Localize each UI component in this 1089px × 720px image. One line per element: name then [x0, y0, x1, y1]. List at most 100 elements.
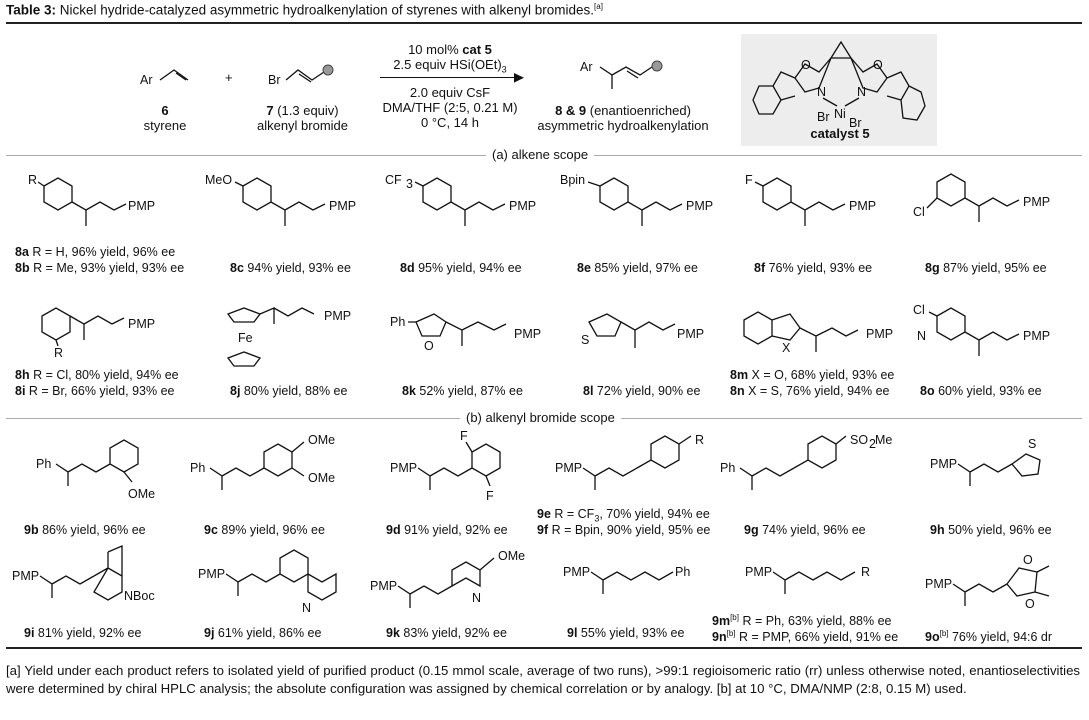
svg-text:Ph: Ph	[390, 315, 405, 329]
svg-text:R: R	[695, 433, 704, 447]
svg-text:Me: Me	[875, 433, 892, 447]
label-8m: 8m X = O, 68% yield, 93% ee	[730, 368, 895, 382]
label-9j: 9j 61% yield, 86% ee	[204, 626, 322, 640]
reactant-7-label: 7 (1.3 equiv)alkenyl bromide	[256, 103, 349, 133]
svg-text:S: S	[581, 333, 589, 347]
label-8f: 8f 76% yield, 93% ee	[754, 261, 873, 275]
label-8k: 8k 52% yield, 87% ee	[402, 384, 523, 398]
label-9e: 9e R = CF3, 70% yield, 94% ee	[537, 507, 710, 524]
svg-text:PMP: PMP	[390, 461, 417, 475]
label-9m: 9m[b] R = Ph, 63% yield, 88% ee	[712, 613, 892, 629]
structure-8c: MeO PMP	[205, 173, 356, 226]
structure-9k: PMP N OMe	[370, 549, 525, 608]
svg-text:X: X	[782, 341, 791, 355]
svg-text:R: R	[861, 565, 870, 579]
label-9k: 9k 83% yield, 92% ee	[386, 626, 507, 640]
svg-text:R: R	[28, 173, 37, 187]
svg-text:PMP: PMP	[329, 199, 356, 213]
bottom-rule	[6, 647, 1082, 649]
svg-text:PMP: PMP	[514, 327, 541, 341]
svg-text:Ph: Ph	[720, 461, 735, 475]
svg-text:PMP: PMP	[686, 199, 713, 213]
svg-text:O: O	[1023, 553, 1033, 567]
svg-text:Br: Br	[849, 116, 862, 130]
svg-text:PMP: PMP	[925, 577, 952, 591]
structure-9c: Ph OMe OMe	[190, 433, 335, 490]
alkenyl-bromide-structure: Br	[268, 64, 334, 87]
arrow-head-icon	[514, 73, 524, 83]
svg-text:O: O	[801, 58, 811, 72]
svg-text:2: 2	[869, 437, 876, 451]
conditions-above: 10 mol% cat 5 2.5 equiv HSi(OEt)3	[393, 42, 507, 75]
label-9n: 9n[b] R = PMP, 66% yield, 91% ee	[712, 629, 899, 645]
svg-text:N: N	[857, 85, 866, 99]
svg-text:Ph: Ph	[36, 457, 51, 471]
label-9d: 9d 91% yield, 92% ee	[386, 523, 508, 537]
label-8a: 8a R = H, 96% yield, 96% ee	[15, 245, 176, 259]
svg-text:Cl: Cl	[913, 303, 925, 317]
catalyst-label: catalyst 5	[810, 126, 870, 141]
table-title: Table 3: Nickel hydride-catalyzed asymme…	[6, 2, 603, 18]
label-8b: 8b R = Me, 93% yield, 93% ee	[15, 261, 185, 275]
svg-text:Ni: Ni	[834, 107, 846, 121]
label-9o: 9o[b] 76% yield, 94:6 dr	[925, 629, 1053, 645]
structure-9e: PMP R	[555, 433, 704, 490]
structure-8a: R PMP	[28, 173, 155, 226]
svg-text:NBoc: NBoc	[124, 589, 155, 603]
structure-8j: Fe PMP	[226, 307, 351, 367]
svg-text:Ph: Ph	[675, 565, 690, 579]
structure-9b: Ph OMe	[36, 439, 155, 501]
structure-9m: PMP R	[745, 565, 870, 594]
svg-text:PMP: PMP	[128, 199, 155, 213]
svg-text:N: N	[817, 85, 826, 99]
label-8n: 8n X = S, 76% yield, 94% ee	[730, 384, 890, 398]
svg-text:Bpin: Bpin	[560, 173, 585, 187]
svg-text:R: R	[54, 346, 63, 360]
svg-text:OMe: OMe	[128, 487, 155, 501]
svg-text:OMe: OMe	[498, 549, 525, 563]
svg-text:O: O	[424, 339, 434, 353]
product-structure: Ar	[580, 60, 663, 89]
product-label: 8 & 9 (enantioenriched)asymmetric hydroa…	[537, 103, 709, 133]
structure-8m: X PMP	[743, 311, 893, 355]
section-a-header: (a) alkene scope	[486, 147, 595, 162]
svg-text:PMP: PMP	[324, 309, 351, 323]
label-9b: 9b 86% yield, 96% ee	[24, 523, 146, 537]
svg-text:3: 3	[406, 177, 413, 191]
svg-text:N: N	[302, 601, 311, 615]
svg-text:PMP: PMP	[849, 199, 876, 213]
svg-text:Fe: Fe	[238, 331, 253, 345]
structure-9i: PMP NBoc	[12, 545, 155, 603]
svg-text:Br: Br	[268, 73, 281, 87]
svg-text:F: F	[460, 429, 468, 443]
svg-text:PMP: PMP	[555, 461, 582, 475]
top-rule	[6, 22, 1082, 24]
table-footnote: [a] Yield under each product refers to i…	[6, 663, 1080, 696]
svg-text:Cl: Cl	[913, 205, 925, 219]
svg-text:Ar: Ar	[140, 73, 153, 87]
svg-text:OMe: OMe	[308, 433, 335, 447]
label-8l: 8l 72% yield, 90% ee	[583, 384, 701, 398]
styrene-structure: Ar	[140, 69, 189, 87]
svg-text:O: O	[873, 58, 883, 72]
catalyst-box	[741, 34, 937, 146]
structure-8f: F PMP	[745, 173, 876, 226]
svg-text:F: F	[486, 489, 494, 503]
label-8d: 8d 95% yield, 94% ee	[400, 261, 522, 275]
label-9g: 9g 74% yield, 96% ee	[744, 523, 866, 537]
label-8c: 8c 94% yield, 93% ee	[230, 261, 351, 275]
structure-9j: PMP N	[198, 549, 337, 615]
svg-text:CF: CF	[385, 173, 402, 187]
svg-text:PMP: PMP	[1023, 329, 1050, 343]
svg-text:PMP: PMP	[745, 565, 772, 579]
label-8i: 8i R = Br, 66% yield, 93% ee	[15, 384, 175, 398]
svg-text:Ph: Ph	[190, 461, 205, 475]
structure-8o: Cl N PMP	[913, 303, 1050, 356]
label-8h: 8h R = Cl, 80% yield, 94% ee	[15, 368, 179, 382]
svg-text:PMP: PMP	[128, 317, 155, 331]
structure-9h: PMP S	[930, 437, 1041, 486]
